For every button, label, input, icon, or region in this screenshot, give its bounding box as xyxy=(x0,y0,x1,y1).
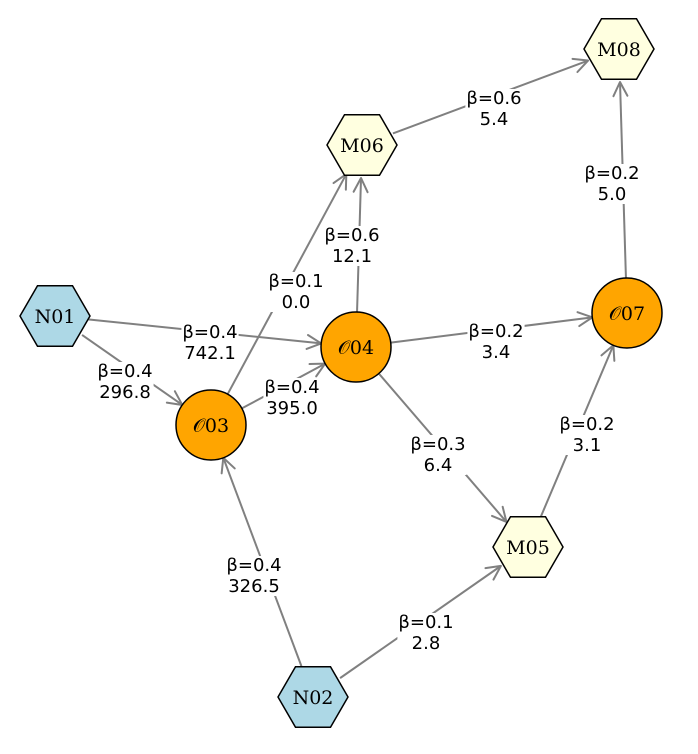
node-label: N01 xyxy=(35,306,76,328)
arrowhead-icon xyxy=(352,176,369,194)
edge-value-label: 6.4 xyxy=(424,455,453,476)
edge-label-background xyxy=(465,89,523,129)
node-o07[interactable]: 𝒪07 xyxy=(591,277,663,349)
edge-label-N02-M05: β=0.12.8 xyxy=(397,612,455,654)
edge-label-background xyxy=(96,362,154,402)
edge-label-O04-M05: β=0.36.4 xyxy=(409,434,467,476)
node-label: 𝒪04 xyxy=(338,337,374,359)
node-m05[interactable]: M05 xyxy=(492,515,564,579)
edge-value-label: 5.0 xyxy=(598,184,627,205)
node-circle xyxy=(320,311,392,383)
edge-label-background xyxy=(583,164,641,204)
edge-labels-layer: β=0.4742.1β=0.4296.8β=0.4326.5β=0.12.8β=… xyxy=(96,88,641,654)
node-circle xyxy=(591,277,663,349)
node-m08[interactable]: M08 xyxy=(583,17,655,81)
node-label: N02 xyxy=(293,687,334,709)
node-label: M05 xyxy=(506,537,550,559)
node-n01[interactable]: N01 xyxy=(19,284,91,348)
node-m06[interactable]: M06 xyxy=(326,113,398,177)
edge-beta-label: β=0.2 xyxy=(584,163,639,184)
edge-value-label: 0.0 xyxy=(282,292,311,313)
arrowhead-icon xyxy=(571,57,590,74)
edge-beta-label: β=0.4 xyxy=(182,322,237,343)
arrowhead-icon xyxy=(612,80,629,98)
edge-label-background xyxy=(323,226,381,266)
node-hexagon xyxy=(277,665,349,729)
node-circle xyxy=(175,389,247,461)
edge-value-label: 326.5 xyxy=(228,576,280,597)
node-label: 𝒪07 xyxy=(609,303,645,325)
edge-label-background xyxy=(397,613,455,653)
edge-label-O04-M06: β=0.612.1 xyxy=(323,225,381,267)
edge-label-background xyxy=(225,556,283,596)
edge-beta-label: β=0.1 xyxy=(398,612,453,633)
edge-label-background xyxy=(558,415,616,455)
edge-label-background xyxy=(267,272,325,312)
edge-value-label: 3.4 xyxy=(482,342,511,363)
node-label: M06 xyxy=(340,135,384,157)
node-hexagon xyxy=(19,284,91,348)
edge-label-M05-O07: β=0.23.1 xyxy=(558,414,616,456)
edge-value-label: 12.1 xyxy=(332,246,372,267)
edge-beta-label: β=0.4 xyxy=(226,555,281,576)
edge-beta-label: β=0.2 xyxy=(468,321,523,342)
edge-label-background xyxy=(409,435,467,475)
node-n02[interactable]: N02 xyxy=(277,665,349,729)
edge-label-background xyxy=(467,322,525,362)
node-o04[interactable]: 𝒪04 xyxy=(320,311,392,383)
node-label: M08 xyxy=(597,39,641,61)
edge-label-background xyxy=(263,378,321,418)
edge-beta-label: β=0.4 xyxy=(97,361,152,382)
edge-label-O07-M08: β=0.25.0 xyxy=(583,163,641,205)
edge-beta-label: β=0.4 xyxy=(264,377,319,398)
edge-label-O04-O07: β=0.23.4 xyxy=(467,321,525,363)
edge-value-label: 742.1 xyxy=(184,343,236,364)
edge-beta-label: β=0.6 xyxy=(324,225,379,246)
edge-value-label: 296.8 xyxy=(99,382,151,403)
node-hexagon xyxy=(326,113,398,177)
arrowhead-icon xyxy=(491,505,508,523)
edge-value-label: 395.0 xyxy=(266,398,318,419)
edge-label-O03-M06: β=0.10.0 xyxy=(267,271,325,313)
node-hexagon xyxy=(492,515,564,579)
node-hexagon xyxy=(583,17,655,81)
edge-beta-label: β=0.3 xyxy=(410,434,465,455)
edge-value-label: 3.1 xyxy=(573,435,602,456)
edge-label-M06-M08: β=0.65.4 xyxy=(465,88,523,130)
edge-beta-label: β=0.1 xyxy=(268,271,323,292)
arrowhead-icon xyxy=(484,564,502,581)
edge-value-label: 2.8 xyxy=(412,633,441,654)
edge-label-background xyxy=(181,323,239,363)
edge-beta-label: β=0.2 xyxy=(559,414,614,435)
node-o03[interactable]: 𝒪03 xyxy=(175,389,247,461)
edge-beta-label: β=0.6 xyxy=(466,88,521,109)
node-label: 𝒪03 xyxy=(193,415,229,437)
edge-value-label: 5.4 xyxy=(480,109,509,130)
